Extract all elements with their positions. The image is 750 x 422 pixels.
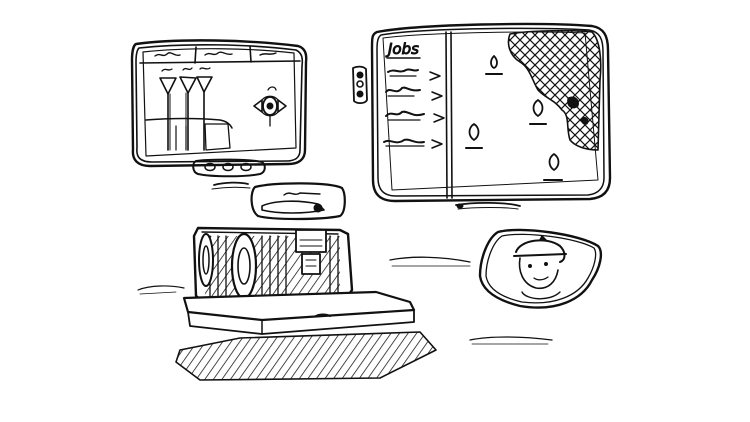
list-item[interactable] [386, 88, 442, 100]
speaker-left [199, 234, 213, 286]
camera-control-icon[interactable] [254, 87, 286, 126]
map-pin-icon[interactable] [544, 154, 562, 180]
ground-scribbles [390, 257, 552, 344]
left-screen-panel [146, 119, 232, 151]
left-screen-stand [193, 160, 265, 189]
table-shadow [176, 332, 436, 380]
map-pin-icon[interactable] [530, 100, 546, 124]
remote-device[interactable] [252, 183, 345, 219]
jobs-list: Jobs [384, 40, 444, 148]
list-item[interactable] [384, 140, 442, 148]
speaker-center [232, 234, 256, 298]
control-panel[interactable] [296, 230, 326, 274]
table [138, 286, 436, 380]
video-call-tablet[interactable] [480, 230, 601, 308]
side-control-buttons[interactable] [353, 67, 367, 104]
left-screen [132, 40, 306, 166]
map-pin-icon[interactable] [466, 124, 482, 148]
list-item[interactable] [386, 112, 444, 122]
jobs-header: Jobs [385, 40, 419, 58]
map-land-region [508, 31, 600, 150]
right-screen [372, 24, 610, 201]
map-pins [466, 56, 562, 180]
right-screen-stand [456, 203, 520, 209]
slider-group[interactable] [160, 68, 212, 150]
person-with-hardhat-icon [514, 236, 566, 299]
map-pin-icon[interactable] [486, 56, 502, 74]
list-item[interactable] [388, 69, 440, 80]
conference-device [194, 228, 352, 302]
